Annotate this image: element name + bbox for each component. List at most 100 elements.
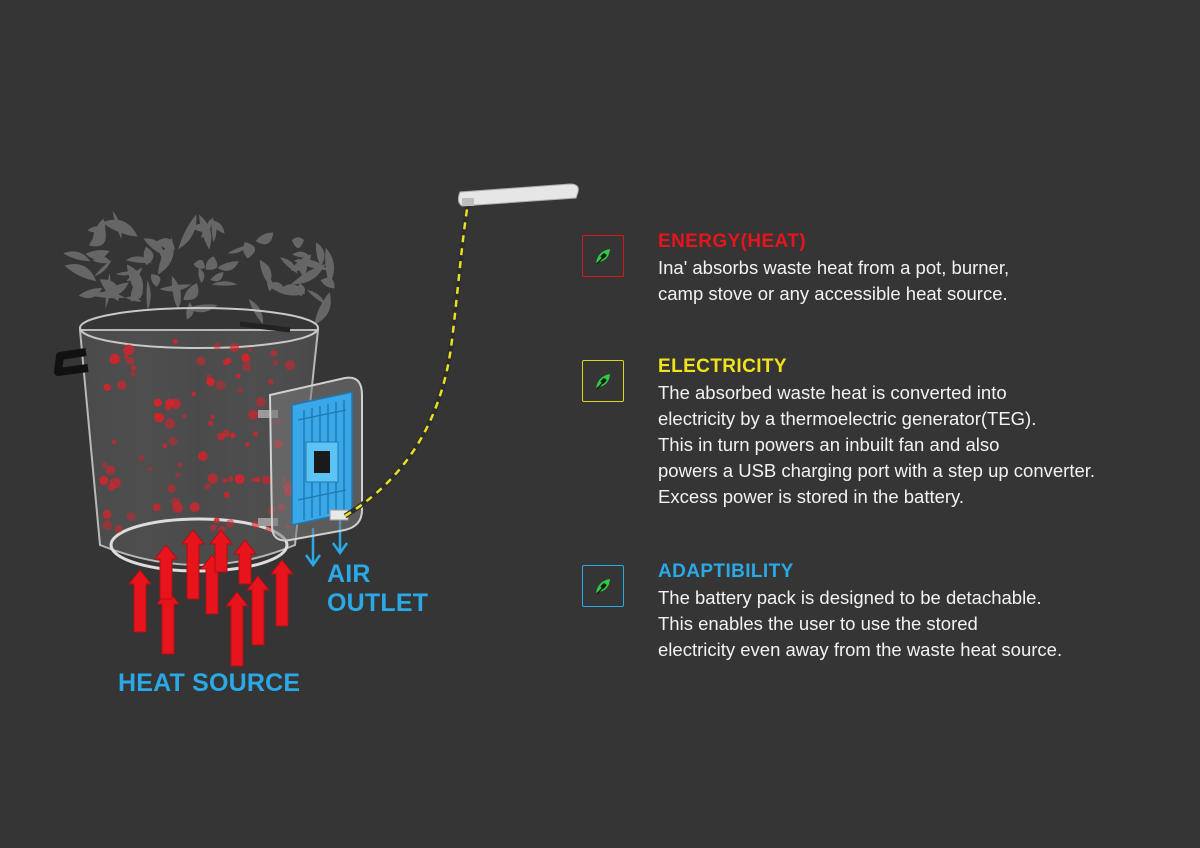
smoke-blob [227, 245, 249, 254]
heat-particle [272, 360, 279, 366]
heat-particle [229, 342, 240, 353]
heat-particle [182, 413, 188, 419]
heat-particle [131, 365, 137, 371]
heat-particle [267, 378, 274, 385]
heat-arrow [232, 539, 258, 585]
heat-particle [261, 475, 272, 485]
heat-arrow [155, 589, 181, 655]
air-outlet-label: AIR OUTLET [327, 560, 429, 617]
heat-particle [101, 462, 108, 468]
smoke-blob [315, 242, 325, 267]
smoke-blob [306, 290, 326, 305]
heat-particle [235, 373, 241, 379]
smoke-blob [277, 284, 306, 296]
smoke-blob [143, 246, 154, 266]
heat-particle [255, 477, 261, 483]
heat-particle [148, 466, 153, 472]
heat-particle [241, 353, 250, 362]
electricity-icon-box [582, 360, 624, 402]
heat-particle [206, 373, 212, 379]
heat-particle [164, 418, 176, 429]
smoke-blob [126, 264, 144, 299]
adaptability-icon-box [582, 565, 624, 607]
heat-arrow [208, 529, 234, 573]
heat-particle [102, 509, 112, 519]
heat-particle [105, 465, 116, 476]
smoke-blob [94, 259, 112, 277]
heat-particle [251, 477, 256, 483]
heat-particle [152, 503, 161, 512]
heat-particle [223, 491, 230, 498]
smoke-blob [211, 217, 217, 243]
heat-particle [210, 524, 217, 531]
heat-particle [126, 357, 135, 365]
smoke-blob [112, 211, 122, 240]
smoke-blob [64, 264, 97, 282]
heat-particle [227, 476, 234, 482]
heat-particle [226, 519, 235, 528]
heat-particle [114, 525, 123, 533]
heat-particle [170, 497, 180, 507]
heat-source-label: HEAT SOURCE [118, 669, 301, 697]
heat-particle [111, 439, 117, 445]
cooking-pot [54, 307, 320, 573]
heat-particle [207, 473, 218, 484]
smoke-blob [89, 229, 106, 247]
heat-particle [189, 502, 200, 513]
heat-particle [247, 347, 253, 353]
smoke-blob [157, 237, 174, 275]
energy-title: ENERGY(HEAT) [658, 231, 807, 252]
smoke-blob [210, 272, 224, 282]
smoke-blob [217, 261, 239, 271]
heat-particle [265, 525, 273, 533]
heat-particle [285, 360, 296, 371]
heat-particle [153, 398, 162, 407]
heat-arrow [180, 529, 206, 600]
heat-particle [230, 432, 236, 438]
heat-particle [213, 342, 221, 350]
heat-particle [252, 431, 258, 437]
smoke-blob [146, 280, 151, 311]
heat-particle [213, 517, 220, 524]
adaptability-title: ADAPTIBILITY [658, 561, 794, 582]
smoke-blob [291, 263, 326, 285]
heat-particle [117, 380, 127, 390]
electricity-description: The absorbed waste heat is converted int… [658, 382, 1096, 507]
smoke-blob [193, 259, 205, 269]
heat-particle [222, 429, 230, 438]
heat-particle [197, 451, 208, 461]
heat-particle [99, 475, 109, 486]
smoke-blob [248, 298, 263, 325]
smoke-blob [186, 302, 194, 320]
heat-particle [165, 398, 174, 408]
smoke-blob [243, 242, 256, 259]
smoke-blob [320, 277, 335, 289]
heat-particle [234, 474, 245, 485]
energy-icon-box [582, 235, 624, 277]
heat-particle [154, 412, 160, 419]
heat-particle [196, 356, 206, 366]
leaf-plug-icon [596, 249, 610, 265]
leaf-plug-icon [596, 374, 610, 390]
led-lamp [457, 183, 579, 207]
smoke-blob [173, 291, 181, 308]
smoke-blob [325, 247, 335, 285]
smoke-blob [198, 267, 205, 283]
smoke-blob [99, 279, 120, 302]
heat-particle [110, 477, 121, 489]
heat-particle [245, 442, 250, 447]
heat-particle [207, 420, 214, 426]
teg-device [258, 376, 363, 542]
smoke-blob [293, 259, 329, 271]
smoke-cloud [63, 211, 335, 325]
smoke-blob [151, 274, 161, 287]
heat-particle [102, 520, 113, 530]
smoke-blob [291, 237, 304, 249]
heat-particle [251, 520, 260, 529]
electricity-title: ELECTRICITY [658, 356, 787, 377]
heat-particle [242, 362, 251, 372]
smoke-blob [259, 259, 272, 285]
heat-particle [109, 353, 120, 365]
energy-description: Ina' absorbs waste heat from a pot, burn… [658, 257, 1010, 304]
